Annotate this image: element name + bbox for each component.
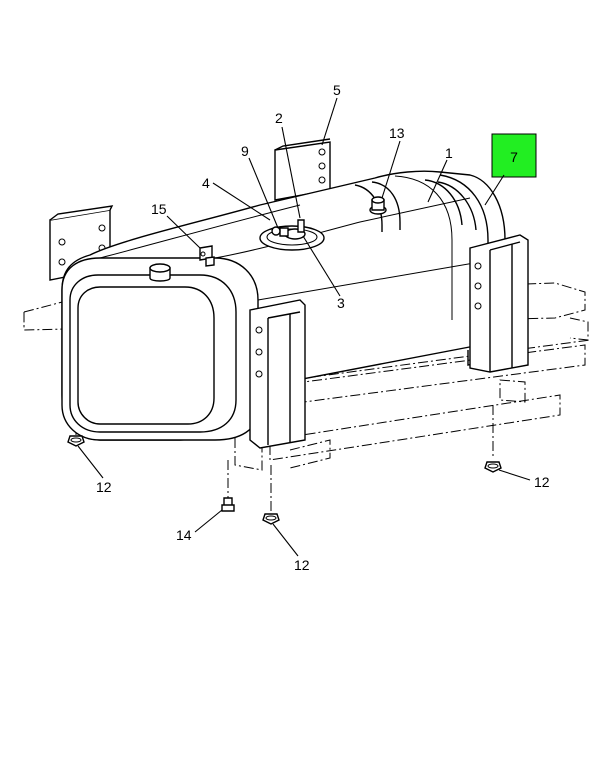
callout-9: 9 — [241, 143, 249, 159]
callout-15: 15 — [151, 201, 167, 217]
front-left-mounting-bracket — [249, 299, 306, 449]
callout-13: 13 — [389, 125, 405, 141]
callout-5: 5 — [333, 82, 341, 98]
callout-labels: 5 2 13 9 1 4 15 3 12 12 14 12 — [96, 82, 550, 573]
highlight-label: 7 — [510, 149, 518, 165]
callout-3: 3 — [337, 295, 345, 311]
flange-nut-middle — [262, 513, 280, 525]
rear-top-bracket — [274, 138, 331, 201]
leader-lines — [77, 97, 531, 557]
callout-14: 14 — [176, 527, 192, 543]
front-right-mounting-bracket — [469, 234, 529, 373]
callout-2: 2 — [275, 110, 283, 126]
flange-nut-right — [484, 461, 502, 473]
highlight-box[interactable] — [491, 133, 537, 178]
elbow-fitting — [199, 245, 215, 267]
callout-1: 1 — [445, 145, 453, 161]
vent-cap — [149, 263, 171, 282]
flange-nut-left — [67, 435, 85, 447]
bolt-14 — [221, 497, 235, 512]
top-fitting — [369, 196, 387, 215]
callout-4: 4 — [202, 175, 210, 191]
callout-12-left: 12 — [96, 479, 112, 495]
highlight-callout-7[interactable]: 7 — [491, 133, 537, 178]
callout-12-middle: 12 — [294, 557, 310, 573]
callout-12-right: 12 — [534, 474, 550, 490]
